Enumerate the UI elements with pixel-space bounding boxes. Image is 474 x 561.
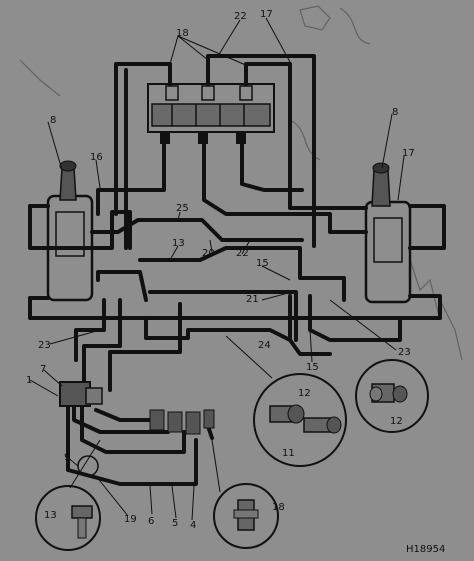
left-control-console bbox=[46, 160, 94, 302]
callout-25: 25 bbox=[176, 203, 189, 214]
callout-18-bottom: 18 bbox=[272, 502, 285, 513]
callout-9: 9 bbox=[64, 452, 70, 463]
callout-1: 1 bbox=[26, 375, 32, 386]
callout-20-mid: 20 bbox=[202, 248, 215, 259]
callout-6: 6 bbox=[148, 516, 154, 527]
callout-7: 7 bbox=[40, 364, 46, 375]
callout-labels: 18 22 17 8 8 16 17 25 13 20 22 15 21 23 … bbox=[26, 9, 445, 555]
callout-5: 5 bbox=[172, 518, 178, 529]
detail-circle-11-12 bbox=[253, 373, 347, 467]
callout-8-right: 8 bbox=[392, 107, 398, 118]
control-valve-bank bbox=[147, 83, 275, 144]
detail-circle-20 bbox=[213, 483, 279, 549]
callout-12-right: 12 bbox=[390, 416, 403, 427]
callout-15-bottom: 15 bbox=[306, 362, 319, 373]
right-control-console bbox=[364, 162, 412, 304]
callout-24: 24 bbox=[258, 340, 271, 351]
callout-17-right: 17 bbox=[402, 148, 415, 159]
callout-13-bottom: 13 bbox=[44, 510, 57, 521]
callout-19: 19 bbox=[124, 514, 137, 525]
callout-4: 4 bbox=[190, 520, 196, 531]
callout-18-top: 18 bbox=[176, 28, 189, 39]
callout-21: 21 bbox=[246, 294, 259, 305]
fitting-row bbox=[149, 409, 215, 435]
callout-23-left: 23 bbox=[38, 340, 51, 351]
hoses bbox=[66, 54, 402, 486]
callout-11: 11 bbox=[282, 448, 295, 459]
figure-id-label: H18954 bbox=[406, 544, 445, 555]
callout-8-left: 8 bbox=[50, 115, 56, 126]
callout-22-top: 22 bbox=[234, 11, 247, 22]
callout-22-mid: 22 bbox=[236, 248, 249, 259]
callout-23-right: 23 bbox=[398, 347, 411, 358]
callout-17-top: 17 bbox=[260, 9, 273, 20]
callout-13-left: 13 bbox=[172, 238, 185, 249]
callout-15-top: 15 bbox=[256, 258, 269, 269]
background-artifacts bbox=[19, 5, 463, 361]
callout-16: 16 bbox=[90, 152, 103, 163]
callout-12-mid: 12 bbox=[298, 388, 311, 399]
detail-circle-12 bbox=[355, 359, 429, 433]
leader-lines bbox=[29, 17, 405, 521]
detail-circle-18-19 bbox=[35, 485, 101, 551]
pilot-valve-block bbox=[59, 381, 103, 477]
